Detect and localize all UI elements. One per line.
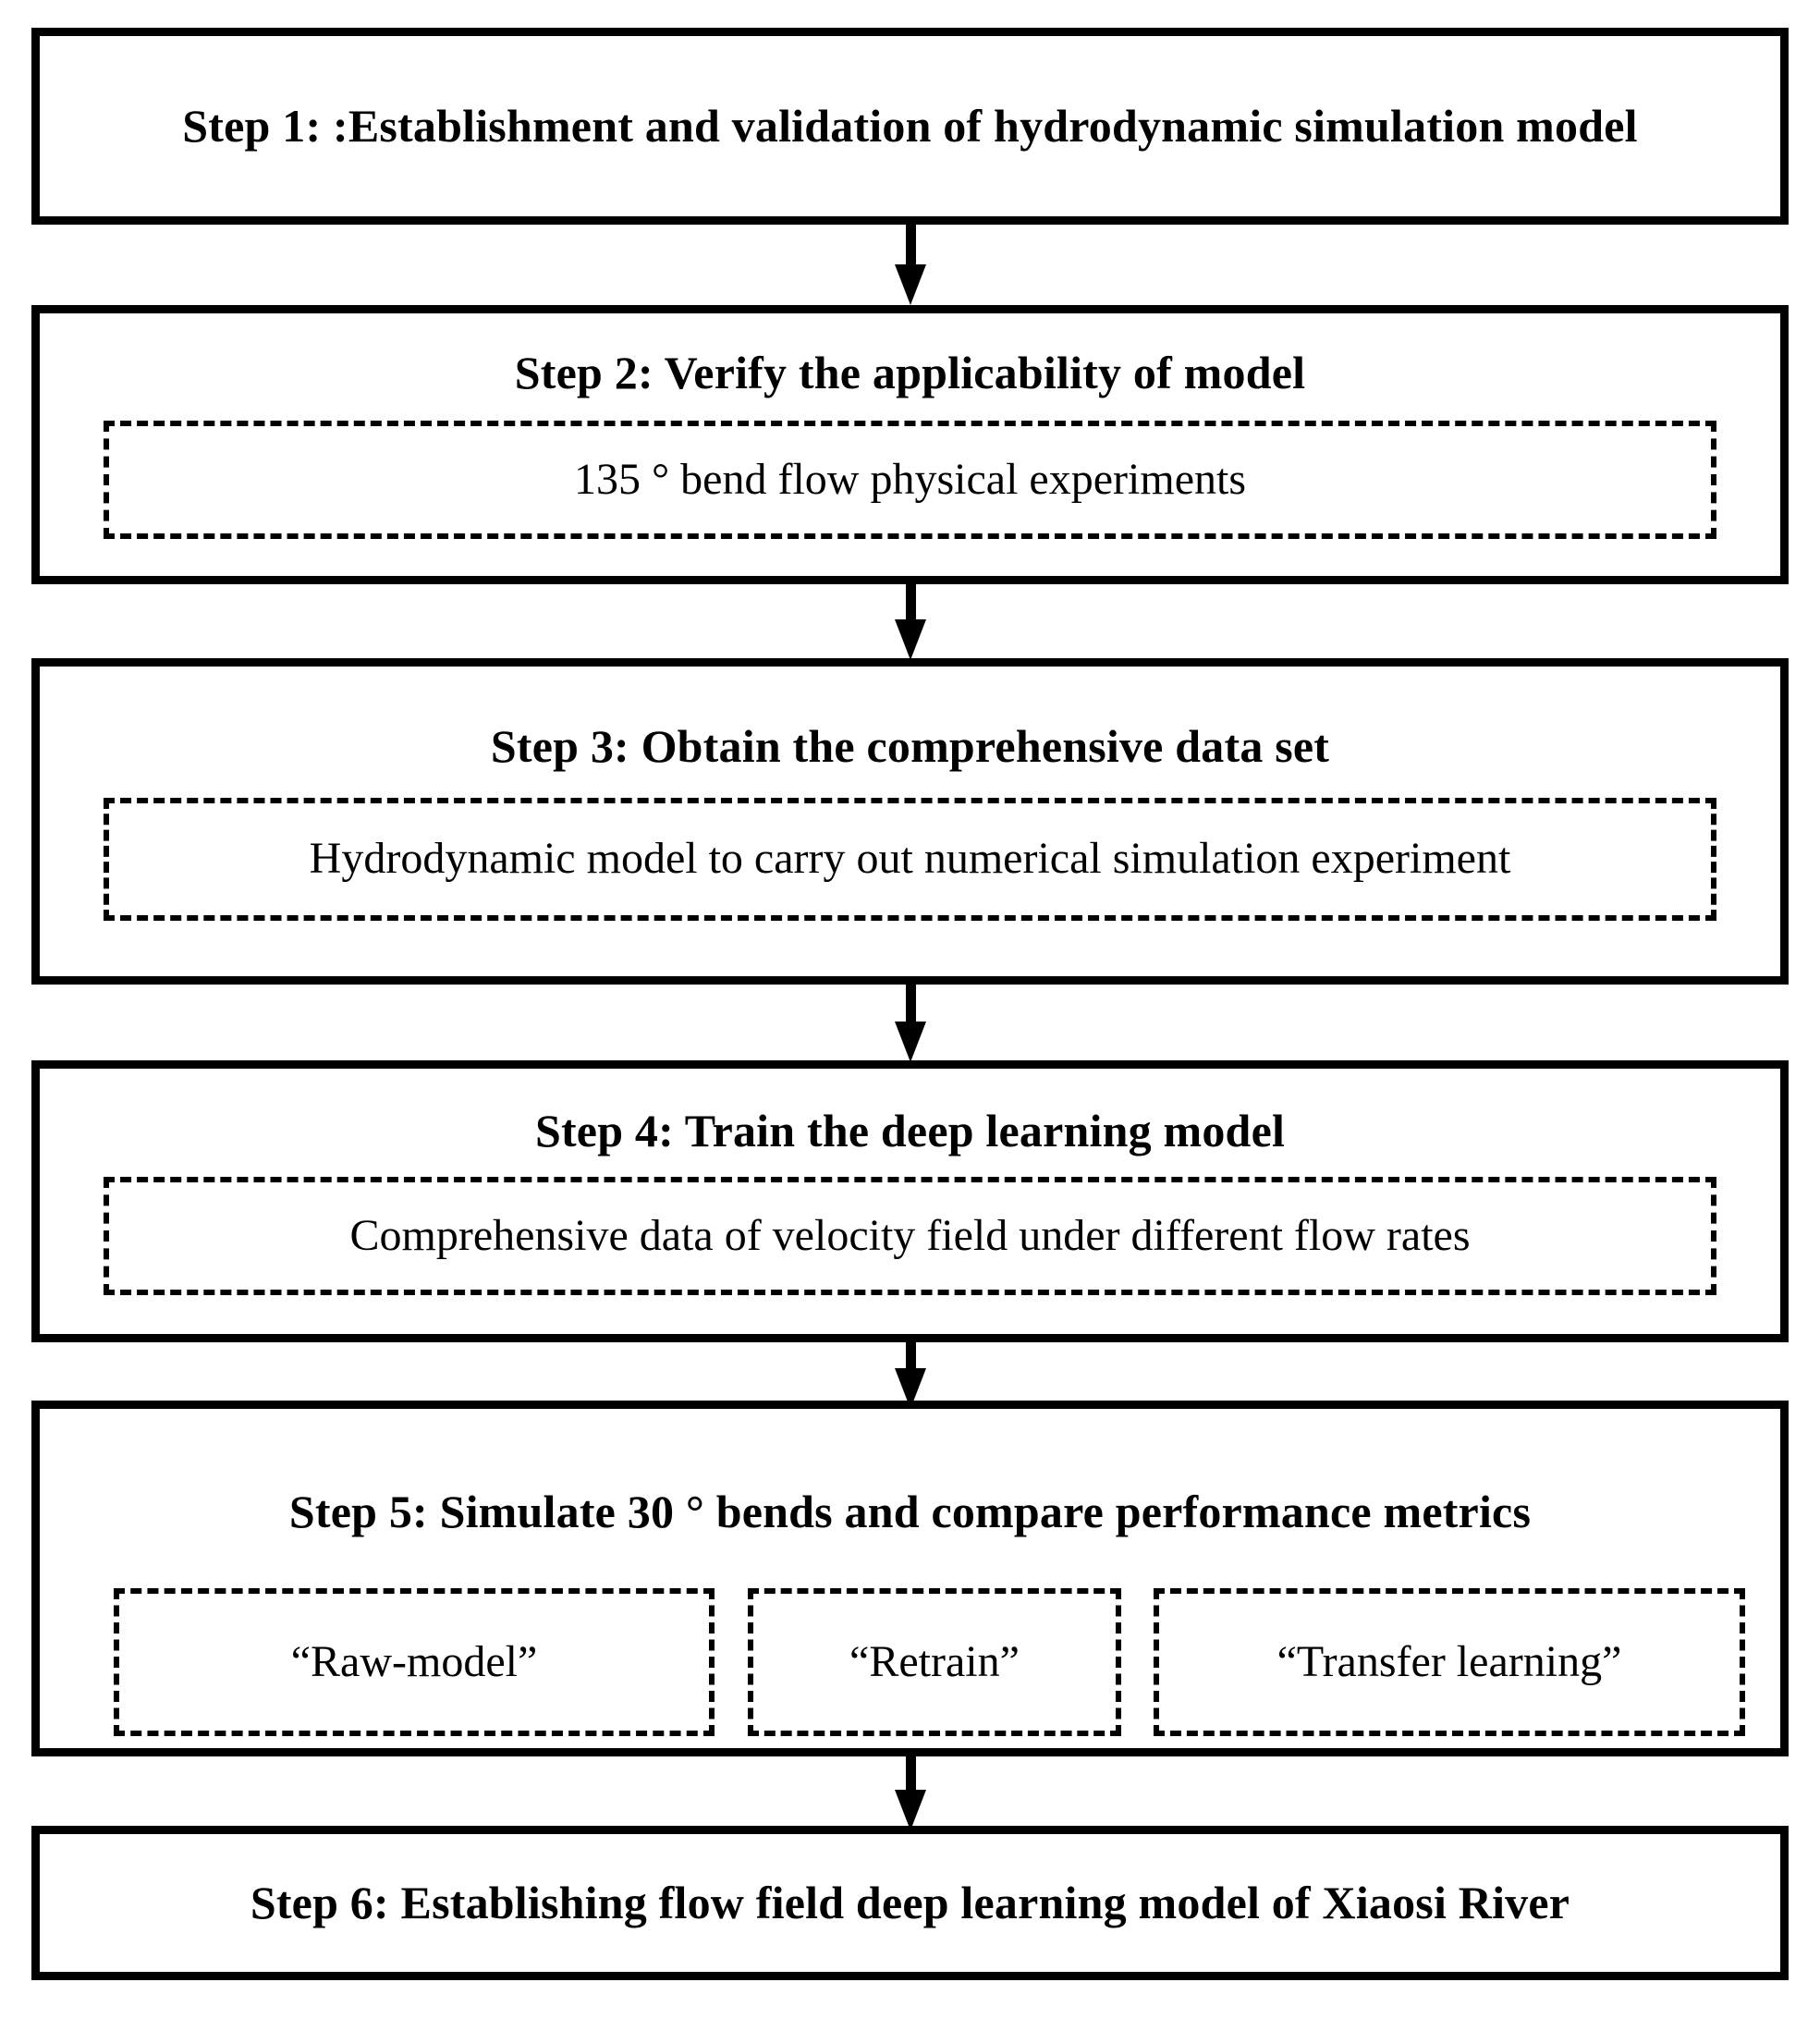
- step-5-subbox-3-label: “Transfer learning”: [1276, 1637, 1622, 1687]
- step-box-1: Step 1: :Establishment and validation of…: [31, 28, 1789, 225]
- step-3-title: Step 3: Obtain the comprehensive data se…: [490, 719, 1330, 772]
- step-box-4: Step 4: Train the deep learning model Co…: [31, 1060, 1789, 1342]
- step-5-subbox-1: “Raw-model”: [114, 1588, 715, 1736]
- step-2-title: Step 2: Verify the applicability of mode…: [514, 346, 1306, 398]
- step-4-title: Step 4: Train the deep learning model: [534, 1105, 1286, 1156]
- step-6-title: Step 6: Establishing flow field deep lea…: [250, 1877, 1570, 1928]
- arrow-step4-to-step5: [895, 1342, 926, 1409]
- step-2-subbox-1-label: 135 ° bend flow physical experiments: [573, 454, 1247, 504]
- step-3-subbox-1: Hydrodynamic model to carry out numerica…: [104, 797, 1716, 921]
- arrow-step1-to-step2: [895, 225, 926, 305]
- arrow-step2-to-step3: [895, 584, 926, 660]
- step-5-title: Step 5: Simulate 30 ° bends and compare …: [288, 1486, 1532, 1537]
- step-box-3: Step 3: Obtain the comprehensive data se…: [31, 658, 1789, 985]
- step-5-subbox-1-label: “Raw-model”: [290, 1637, 538, 1687]
- arrow-step3-to-step4: [895, 985, 926, 1062]
- step-5-subbox-2-label: “Retrain”: [849, 1637, 1020, 1687]
- step-5-subbox-3: “Transfer learning”: [1154, 1588, 1745, 1736]
- step-box-5: Step 5: Simulate 30 ° bends and compare …: [31, 1401, 1789, 1756]
- step-4-subbox-1: Comprehensive data of velocity field und…: [104, 1177, 1716, 1295]
- step-4-subbox-1-label: Comprehensive data of velocity field und…: [349, 1211, 1471, 1261]
- step-5-subbox-2: “Retrain”: [748, 1588, 1121, 1736]
- step-3-subbox-1-label: Hydrodynamic model to carry out numerica…: [309, 834, 1511, 884]
- step-box-2: Step 2: Verify the applicability of mode…: [31, 305, 1789, 584]
- step-5-subbox-row: “Raw-model” “Retrain” “Transfer learning…: [40, 1588, 1780, 1736]
- arrow-step5-to-step6: [895, 1756, 926, 1830]
- step-2-subbox-1: 135 ° bend flow physical experiments: [104, 420, 1716, 539]
- step-box-6: Step 6: Establishing flow field deep lea…: [31, 1826, 1789, 1980]
- step-1-title: Step 1: :Establishment and validation of…: [182, 100, 1638, 152]
